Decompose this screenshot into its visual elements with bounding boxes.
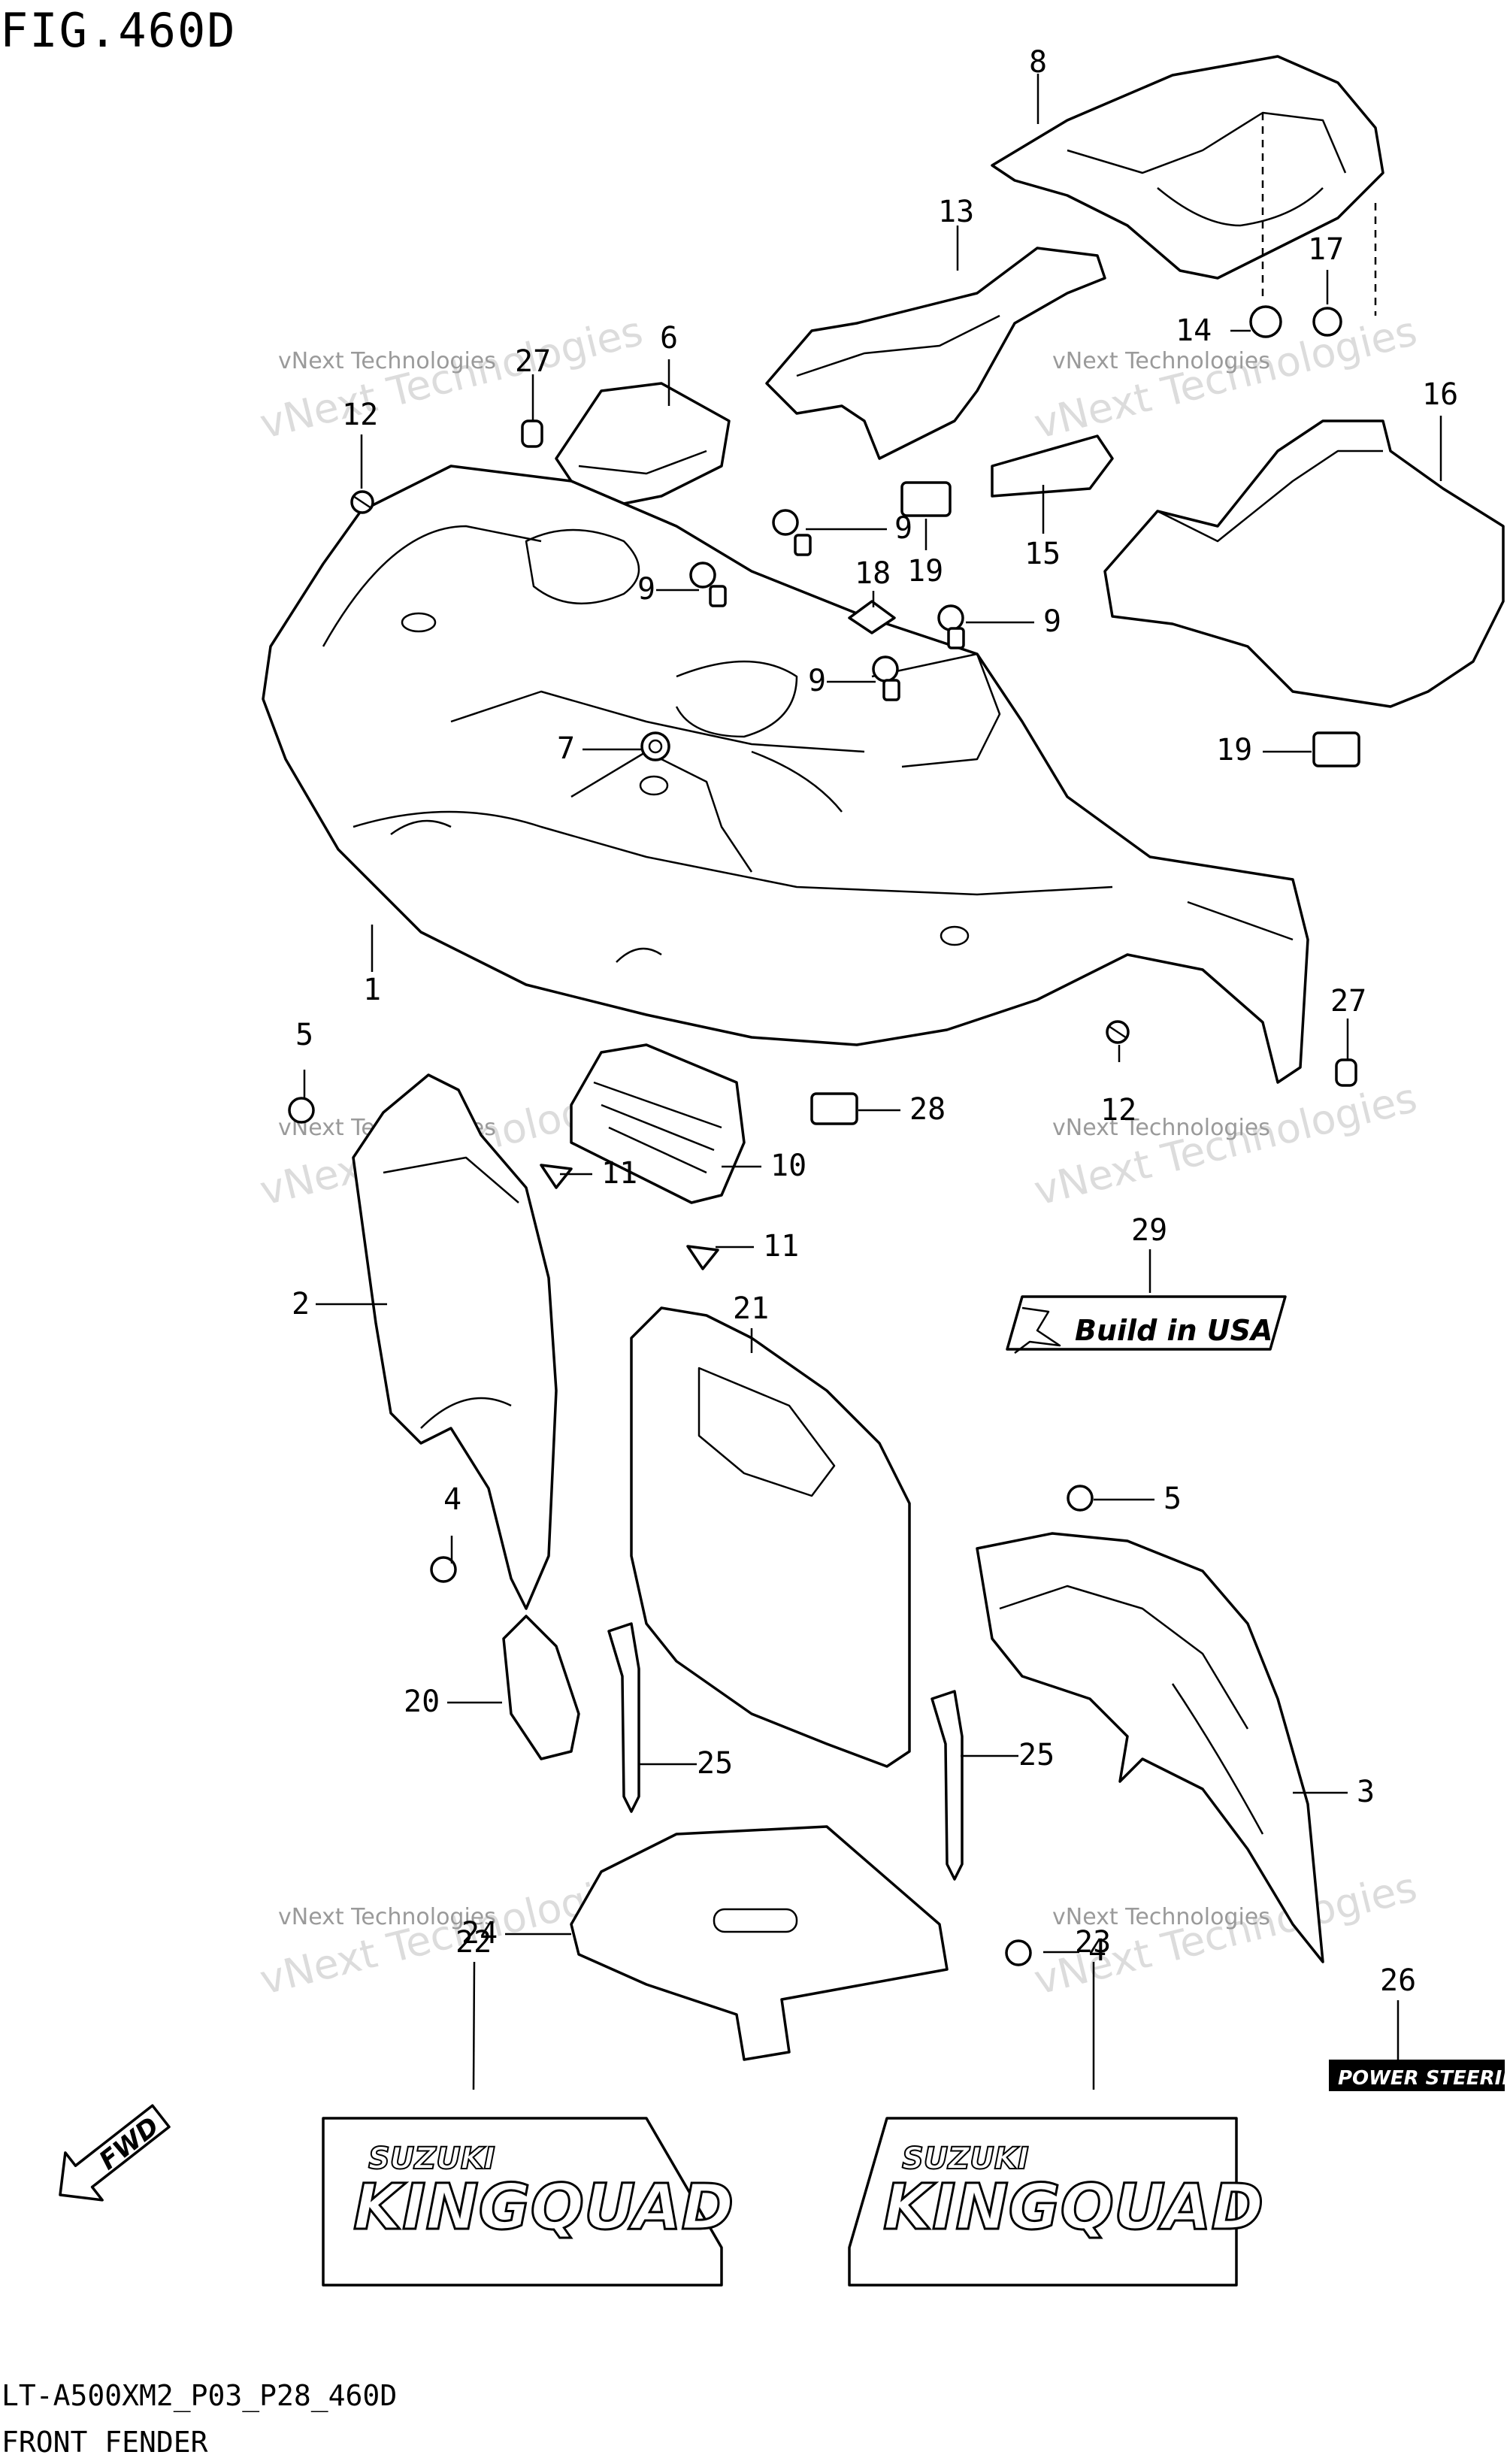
- callout-11: 11: [763, 1229, 799, 1264]
- fwd-arrow: FWD: [59, 2104, 171, 2202]
- callout-27: 27: [1330, 984, 1366, 1019]
- part-20-bracket: [502, 1615, 580, 1760]
- callout-25: 25: [1018, 1738, 1055, 1772]
- callout-2: 2: [292, 1287, 310, 1321]
- part-11-screw-lower: [686, 1245, 719, 1270]
- callout-22: 22: [455, 1925, 492, 1960]
- decal-29-build-in-usa: Build in USA: [1006, 1295, 1287, 1354]
- decal-22-kingquad-left: SUZUKI KINGQUAD: [322, 2117, 735, 2287]
- brand-text-right: SUZUKI: [902, 2142, 1029, 2176]
- callout-21: 21: [733, 1291, 769, 1326]
- part-19-pad-lower: [1312, 731, 1360, 767]
- part-14-clip: [1249, 305, 1282, 338]
- part-9-bolt-4: [872, 655, 900, 701]
- part-28-pad: [810, 1092, 858, 1125]
- part-12-fastener-upper: [350, 490, 374, 514]
- callout-11: 11: [601, 1156, 637, 1191]
- leader-lines: [303, 74, 1442, 2090]
- callout-6: 6: [660, 321, 678, 356]
- build-in-usa-text: Build in USA: [1075, 1314, 1272, 1347]
- part-9-bolt-1: [772, 509, 812, 556]
- part-11-screw-upper: [540, 1164, 573, 1189]
- callout-18: 18: [855, 556, 891, 591]
- callout-19: 19: [907, 554, 943, 589]
- part-4-screw-upper: [430, 1556, 457, 1583]
- fastener-group: [288, 305, 1357, 1966]
- part-19-pad-upper: [900, 481, 952, 517]
- callout-24: 24: [461, 1916, 498, 1951]
- svg-text:vNext Technologies: vNext Technologies: [1052, 1115, 1270, 1141]
- part-7-grommet: [640, 731, 670, 761]
- callout-4: 4: [1088, 1933, 1106, 1968]
- model-text-left: KINGQUAD: [353, 2170, 734, 2244]
- svg-text:vNext Technologies: vNext Technologies: [1052, 348, 1270, 374]
- callout-14: 14: [1176, 313, 1212, 348]
- callout-23: 23: [1075, 1925, 1111, 1960]
- callout-16: 16: [1422, 377, 1458, 412]
- part-25-cable-tie-left: [607, 1622, 640, 1813]
- part-24-skid-plate: [570, 1825, 949, 2061]
- callout-5: 5: [1164, 1482, 1182, 1516]
- part-18-pad: [848, 600, 896, 634]
- part-9-bolt-3: [937, 604, 965, 649]
- part-4-screw-lower: [1005, 1939, 1032, 1966]
- watermark-4: vNext Technologies vNext Technologies: [1030, 1074, 1422, 1215]
- part-25-cable-tie-right: [931, 1690, 964, 1881]
- callout-3: 3: [1357, 1775, 1375, 1809]
- part-27-clip-lower: [1335, 1058, 1357, 1087]
- callout-9: 9: [637, 572, 655, 607]
- part-1-front-fender: [262, 465, 1309, 1084]
- callout-13: 13: [938, 195, 974, 229]
- callout-10: 10: [770, 1149, 806, 1183]
- callout-5: 5: [295, 1018, 313, 1052]
- model-text-right: KINGQUAD: [883, 2170, 1263, 2244]
- svg-text:vNext Technologies: vNext Technologies: [278, 348, 496, 374]
- part-13-bracket: [765, 247, 1106, 460]
- part-5-screw-lower: [1067, 1485, 1094, 1512]
- callout-15: 15: [1024, 537, 1061, 571]
- callout-29: 29: [1131, 1213, 1167, 1248]
- callout-19: 19: [1216, 733, 1252, 767]
- callout-12: 12: [342, 398, 378, 432]
- part-12-fastener-lower: [1106, 1020, 1130, 1044]
- svg-text:vNext Technologies: vNext Technologies: [1052, 1904, 1270, 1930]
- part-8-front-cover: [991, 55, 1384, 316]
- callout-8: 8: [1029, 45, 1047, 80]
- callout-25: 25: [697, 1746, 733, 1781]
- section-title: FRONT FENDER: [2, 2426, 208, 2459]
- part-3-inner-fender-right: [976, 1532, 1324, 1963]
- part-21-shield: [630, 1306, 911, 1768]
- callout-27: 27: [515, 344, 551, 379]
- callout-26: 26: [1380, 1963, 1416, 1998]
- callout-17: 17: [1308, 232, 1344, 267]
- callout-1: 1: [363, 973, 381, 1007]
- part-10-grille: [570, 1043, 746, 1204]
- svg-text:vNext Technologies: vNext Technologies: [1030, 1074, 1422, 1215]
- part-16-side-panel: [1103, 419, 1505, 708]
- svg-text:vNext Technologies: vNext Technologies: [278, 1904, 496, 1930]
- part-15-pad: [991, 434, 1114, 498]
- decal-26-power-steering: POWER STEERING: [1329, 2060, 1510, 2091]
- part-2-inner-fender-left: [352, 1073, 558, 1610]
- power-steering-text: POWER STEERING: [1338, 2067, 1510, 2090]
- part-27-clip-upper: [521, 419, 543, 448]
- callout-9: 9: [1043, 604, 1061, 639]
- callout-9: 9: [808, 664, 826, 698]
- callout-4: 4: [443, 1482, 461, 1517]
- callout-9: 9: [894, 511, 912, 546]
- callout-28: 28: [909, 1092, 946, 1127]
- part-17-clip: [1312, 307, 1342, 337]
- decal-23-kingquad-right: SUZUKI KINGQUAD: [848, 2117, 1265, 2287]
- part-5-screw-upper: [288, 1097, 315, 1124]
- callout-7: 7: [557, 731, 575, 766]
- callout-20: 20: [404, 1685, 440, 1719]
- part-9-bolt-2: [689, 562, 727, 607]
- callout-labels: 1 2 3 4 4 5 5 6 7 8 9 9 9 9 10 11 11 12 …: [292, 45, 1458, 1998]
- model-code: LT-A500XM2_P03_P28_460D: [2, 2379, 397, 2413]
- figure-label: FIG.460D: [0, 3, 237, 58]
- callout-12: 12: [1100, 1093, 1136, 1128]
- brand-text-left: SUZUKI: [368, 2142, 495, 2176]
